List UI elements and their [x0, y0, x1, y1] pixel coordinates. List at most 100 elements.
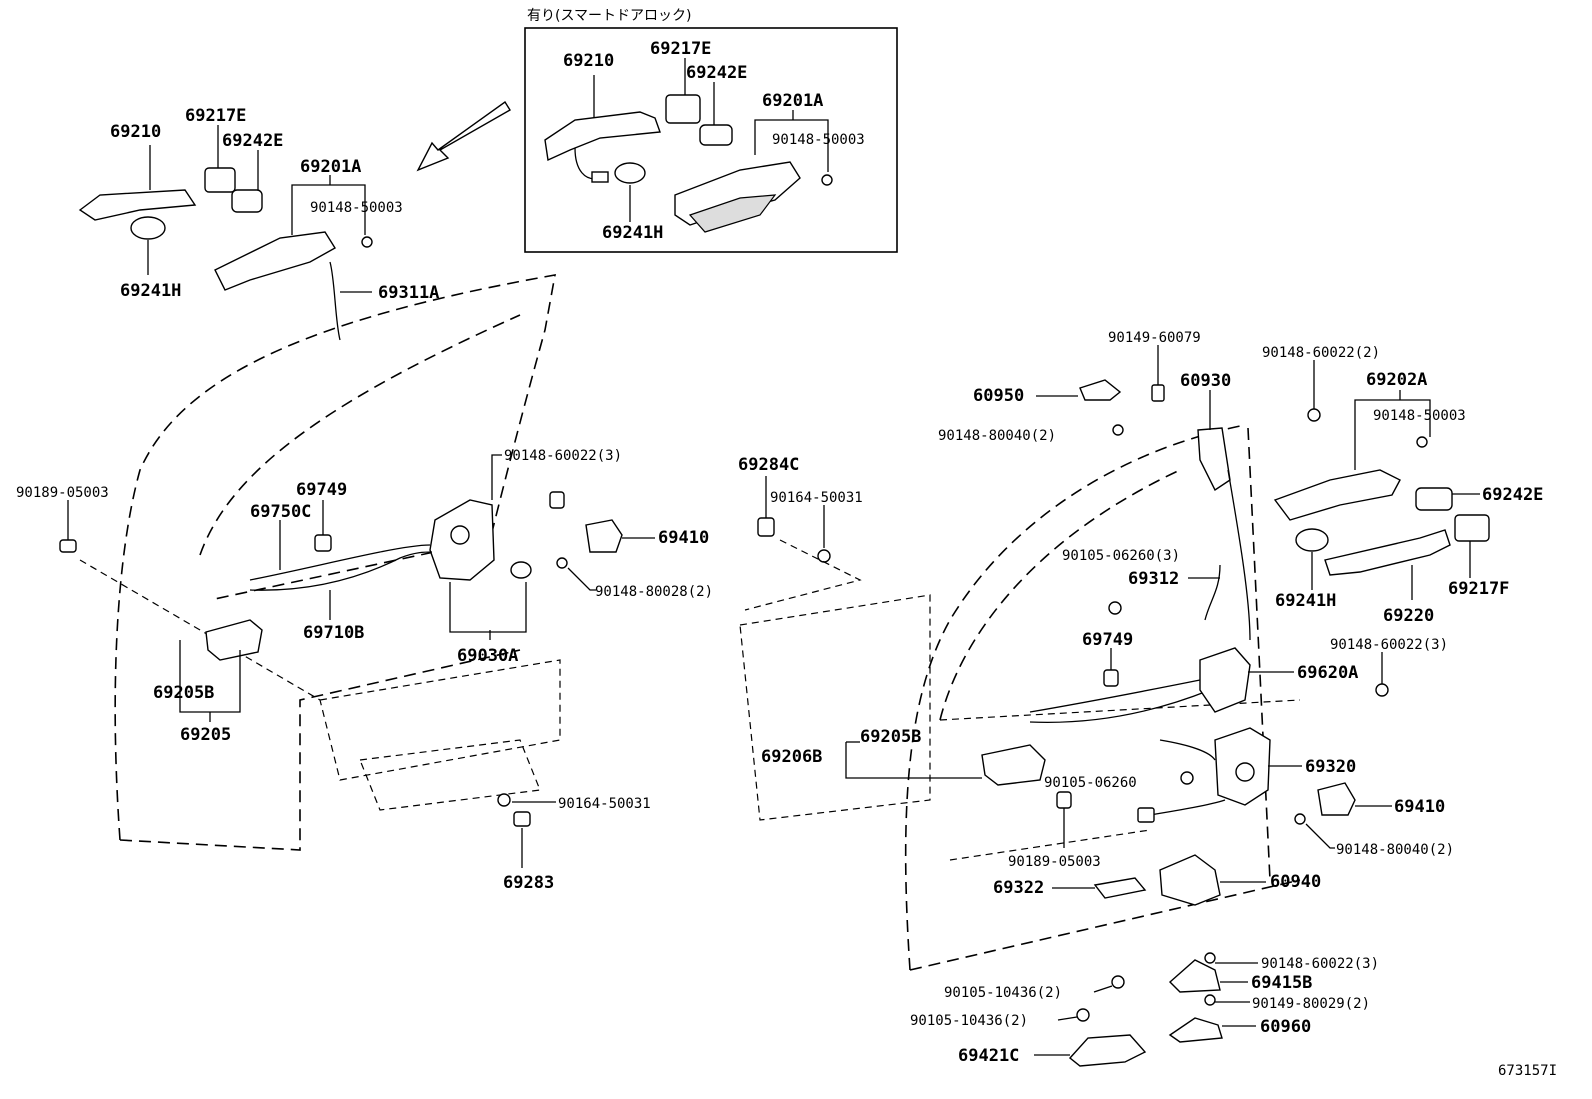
right-outside-handle — [1324, 529, 1451, 576]
right-label-90105-06260: 90105-06260 — [1044, 775, 1137, 791]
left-cable-lower — [249, 551, 433, 591]
left-handle-frame — [214, 231, 336, 291]
inset-handle-part — [544, 111, 661, 162]
right-label-69206b: 69206B — [761, 747, 822, 767]
right-part-69620a — [1199, 647, 1251, 713]
inset-label-69242e: 69242E — [686, 63, 747, 83]
left-lock-grommet — [510, 561, 532, 579]
right-handle-cap — [1454, 514, 1490, 542]
left-label-69217e: 69217E — [185, 106, 246, 126]
right-screw-90149-80029 — [1204, 994, 1216, 1006]
left-leader-90148-80028 — [567, 567, 596, 591]
right-striker-screw — [1294, 813, 1306, 825]
left-label-69242e: 69242E — [222, 131, 283, 151]
right-door-inner-panel — [739, 594, 931, 821]
right-label-90148-60022-3b: 90148-60022(3) — [1261, 956, 1379, 972]
right-label-90189-05003: 90189-05003 — [1008, 854, 1101, 870]
left-cable-clip — [314, 534, 332, 552]
right-part-60940 — [1159, 854, 1221, 906]
right-label-90149-80029-2: 90149-80029(2) — [1252, 996, 1370, 1012]
left-handle-gasket — [231, 189, 263, 213]
left-label-69311a: 69311A — [378, 283, 439, 303]
left-rod-69311a — [329, 261, 341, 341]
right-screw-90148-60022c — [1204, 952, 1216, 964]
right-harness-connector — [1137, 807, 1155, 823]
left-trim-screw — [497, 793, 511, 807]
left-frame-bolt — [361, 236, 373, 248]
right-part-60930 — [1197, 427, 1231, 492]
right-label-90148-60022-3a: 90148-60022(3) — [1330, 637, 1448, 653]
left-handle-cap — [204, 167, 236, 193]
right-rod-69312 — [1227, 469, 1251, 641]
right-label-60930: 60930 — [1180, 371, 1231, 391]
right-label-60940: 60940 — [1270, 872, 1321, 892]
right-handle-pad — [1295, 528, 1329, 552]
right-door-belt — [939, 699, 1301, 721]
right-bracket-69206b — [845, 742, 982, 779]
left-label-69750c: 69750C — [250, 502, 311, 522]
mid-label-90164-50031: 90164-50031 — [770, 490, 863, 506]
right-inside-handle — [981, 744, 1046, 786]
left-label-69749: 69749 — [296, 480, 347, 500]
left-cable-upper — [249, 544, 431, 581]
smart-lock-inset: 有り(スマートドアロック) 69210 69217E 69242E 69201A… — [524, 8, 898, 253]
right-label-69220: 69220 — [1383, 606, 1434, 626]
left-striker — [585, 519, 623, 553]
left-striker-screw — [556, 557, 568, 569]
left-label-90148-80028-2: 90148-80028(2) — [595, 584, 713, 600]
right-label-69312: 69312 — [1128, 569, 1179, 589]
right-striker — [1317, 782, 1356, 816]
left-door-leader-dash — [79, 559, 321, 701]
left-label-69283: 69283 — [503, 873, 554, 893]
right-label-69322: 69322 — [993, 878, 1044, 898]
right-label-69242e: 69242E — [1482, 485, 1543, 505]
inset-label-69210: 69210 — [563, 51, 614, 71]
right-label-90148-80040-2b: 90148-80040(2) — [1336, 842, 1454, 858]
right-label-90149-60079: 90149-60079 — [1108, 330, 1201, 346]
right-label-69202a: 69202A — [1366, 370, 1427, 390]
right-label-69217f: 69217F — [1448, 579, 1509, 599]
left-label-69710b: 69710B — [303, 623, 364, 643]
right-leader-90148-80040b — [1305, 823, 1335, 849]
right-door-front-outline — [904, 424, 1246, 971]
left-label-90189-05003: 90189-05003 — [16, 485, 109, 501]
left-label-69210: 69210 — [110, 122, 161, 142]
right-label-90148-50003: 90148-50003 — [1373, 408, 1466, 424]
right-part-60950 — [1079, 379, 1122, 401]
right-part-60960 — [1168, 1017, 1223, 1043]
right-part-69421c — [1068, 1034, 1147, 1067]
right-screw-90148-80040a — [1112, 424, 1124, 436]
left-label-69201a: 69201A — [300, 157, 361, 177]
inset-label-69201a: 69201A — [762, 91, 823, 111]
inset-frame — [524, 27, 898, 253]
left-inside-handle — [205, 619, 263, 661]
right-harness-wire — [1149, 799, 1226, 816]
left-door: 69210 69217E 69242E 69201A 90148-50003 6… — [16, 106, 713, 893]
right-cable-lower — [1029, 689, 1211, 724]
right-screw-90148-60022b — [1375, 683, 1389, 697]
right-label-90105-10436-2a: 90105-10436(2) — [944, 985, 1062, 1001]
inset-label-69217e: 69217E — [650, 39, 711, 59]
inset-bolt — [821, 174, 833, 186]
right-lock-latch — [1235, 762, 1255, 782]
right-label-90148-80040-2a: 90148-80040(2) — [938, 428, 1056, 444]
right-screw-90105-06260a — [1108, 601, 1122, 615]
right-label-90105-10436-2b: 90105-10436(2) — [910, 1013, 1028, 1029]
left-label-69205b: 69205B — [153, 683, 214, 703]
drawing-id: 673157I — [1498, 1063, 1557, 1079]
mid-dash-leader — [744, 539, 862, 611]
left-lock-latch — [450, 525, 470, 545]
right-leader-90105-10436b — [1057, 1016, 1078, 1021]
right-lock-rod — [1159, 739, 1216, 761]
right-part-69415b — [1168, 959, 1221, 993]
right-frame-bolt — [1416, 436, 1428, 448]
mid-clip-69284c — [757, 517, 775, 537]
right-cable-upper — [1029, 679, 1201, 713]
right-rod-69312b — [1204, 564, 1221, 621]
left-label-90148-50003: 90148-50003 — [310, 200, 403, 216]
inset-label-69241h: 69241H — [602, 223, 663, 243]
left-handle-pad — [130, 216, 166, 240]
right-door-bottom-outline — [909, 879, 1301, 971]
right-door: 90149-60079 60950 90148-80040(2) 60930 6… — [739, 330, 1543, 1067]
